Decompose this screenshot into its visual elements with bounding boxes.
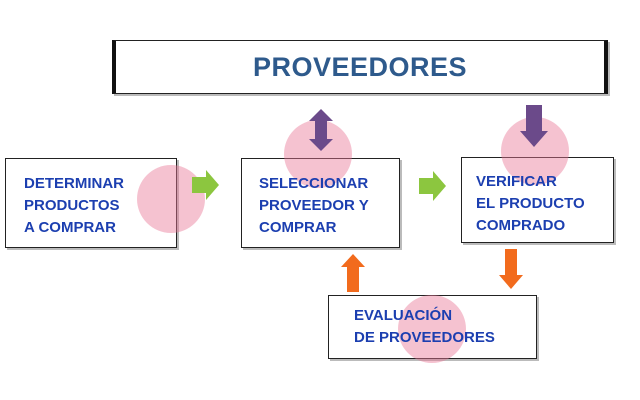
arrow-right-green-icon (192, 170, 219, 200)
step-label-verificar: VERIFICAR EL PRODUCTO COMPRADO (476, 173, 585, 234)
highlight-circle-determinar (137, 165, 205, 233)
step-box-seleccionar (241, 158, 400, 248)
arrow-right-green-icon (419, 171, 446, 201)
step-label-determinar: DETERMINAR PRODUCTOS A COMPRAR (24, 175, 124, 236)
step-box-determinar (5, 158, 177, 248)
arrow-updown-purple-icon (309, 109, 333, 151)
arrow-down-purple-icon (520, 105, 548, 147)
arrow-down-orange-icon (499, 249, 523, 289)
arrow-up-orange-icon (341, 254, 365, 292)
step-label-evaluacion: EVALUACIÓN DE PROVEEDORES (354, 307, 495, 346)
diagram-title: PROVEEDORES (252, 51, 468, 82)
step-label-seleccionar: SELECCIONAR PROVEEDOR Y COMPRAR (259, 175, 369, 236)
title-box: PROVEEDORES (112, 40, 608, 94)
highlight-circle-evaluacion (398, 295, 466, 363)
step-box-verificar (461, 157, 614, 243)
step-box-evaluacion (328, 295, 537, 359)
